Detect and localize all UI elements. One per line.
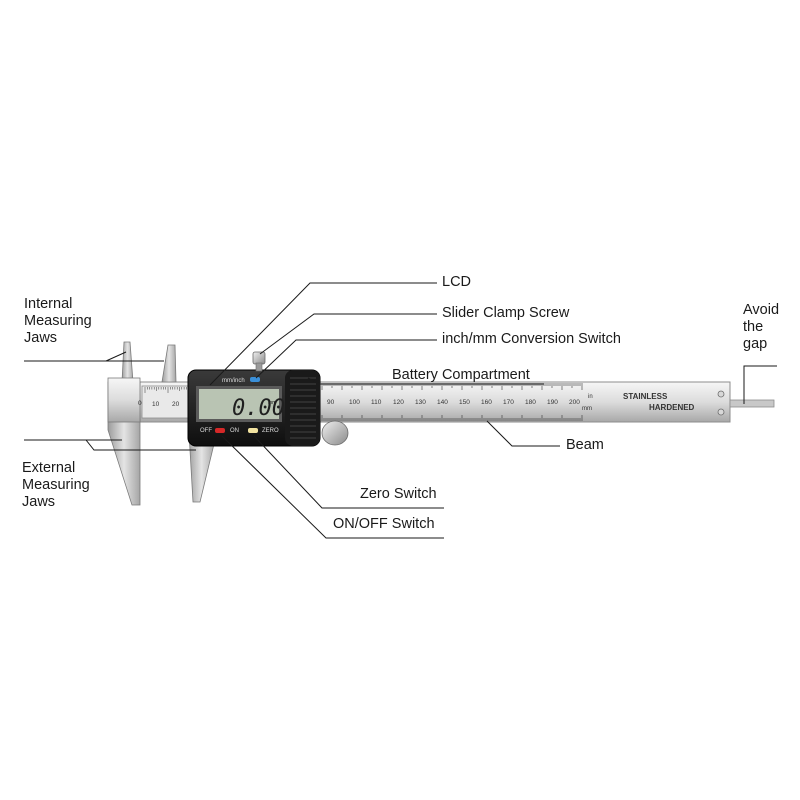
beam-scale-number: 150 xyxy=(459,399,470,406)
leader-slider-clamp-screw xyxy=(259,313,437,355)
unit-button-label: mm/inch xyxy=(222,378,245,384)
label-avoid-gap: Avoid the gap xyxy=(743,302,779,353)
beam-scale-number: 190 xyxy=(547,399,558,406)
beam-scale-number: 100 xyxy=(349,399,360,406)
label-lcd: LCD xyxy=(442,274,472,290)
fixed-internal-jaw-tip xyxy=(121,341,134,383)
fixed-jaw-head xyxy=(107,377,141,423)
zero-button[interactable] xyxy=(248,428,258,433)
leader-lines xyxy=(24,282,777,539)
vernier-label-20: 20 xyxy=(172,401,180,408)
fixed-jaw: 0 xyxy=(107,341,142,506)
beam-scale-number: 120 xyxy=(393,399,404,406)
label-on-off-switch: ON/OFF Switch xyxy=(333,516,435,532)
slider-clamp-screw[interactable] xyxy=(252,351,266,372)
digital-body: mm/inch 0.00 mm OFF ON ZERO xyxy=(187,369,321,447)
label-avoid-gap-line3: gap xyxy=(743,336,768,352)
beam-screw-top xyxy=(717,390,725,398)
leader-zero-switch xyxy=(253,435,444,509)
beam-scale-number: 180 xyxy=(525,399,536,406)
beam-screw-bottom xyxy=(717,408,725,416)
beam-scale-numbers: 90 100 110 120 130 140 150 160 170 180 190 200 xyxy=(327,399,580,406)
leader-external-jaws-1 xyxy=(24,439,196,451)
leader-internal-jaws-2 xyxy=(105,351,127,362)
sliding-internal-jaw-tip xyxy=(161,344,177,383)
lcd-screen xyxy=(199,389,279,419)
beam-scale-number: 90 xyxy=(327,399,335,406)
beam-scale-number: 130 xyxy=(415,399,426,406)
label-external-jaws-line3: Jaws xyxy=(22,494,56,510)
label-external-jaws-line2: Measuring xyxy=(22,477,90,493)
label-external-jaws-line1: External xyxy=(22,460,76,476)
label-internal-jaws-line2: Measuring xyxy=(24,313,92,329)
label-avoid-gap-line2: the xyxy=(743,319,764,335)
beam-scale-number: 110 xyxy=(371,399,382,406)
beam-text-hardened: HARDENED xyxy=(649,403,695,412)
label-internal-jaws-line3: Jaws xyxy=(24,330,58,346)
zero-label: ZERO xyxy=(262,428,279,434)
on-label: ON xyxy=(230,428,239,434)
lcd-unit: mm xyxy=(268,400,276,406)
leader-beam xyxy=(486,420,560,447)
depth-rod xyxy=(729,399,775,408)
leader-conversion-switch xyxy=(255,339,437,379)
beam-scale-number: 170 xyxy=(503,399,514,406)
battery-ribs xyxy=(290,377,316,439)
unit-conversion-button[interactable] xyxy=(250,377,260,382)
label-conversion-switch: inch/mm Conversion Switch xyxy=(442,331,621,347)
label-external-jaws: External Measuring Jaws xyxy=(22,460,90,511)
beam-text-stainless: STAINLESS xyxy=(623,392,668,401)
label-beam: Beam xyxy=(566,437,604,453)
beam-scale-number: 160 xyxy=(481,399,492,406)
leader-avoid-gap xyxy=(743,365,777,404)
jaw-zero-label: 0 xyxy=(138,400,142,407)
beam-scale-number: 140 xyxy=(437,399,448,406)
beam-unit-in: in xyxy=(588,394,593,400)
beam-unit-mm: mm xyxy=(582,406,592,412)
lcd-reading: 0.00 xyxy=(232,396,285,421)
beam-scale-number: 200 xyxy=(569,399,580,406)
label-battery-compartment: Battery Compartment xyxy=(392,367,530,383)
leader-lcd xyxy=(209,282,437,386)
vernier-label-10: 10 xyxy=(152,401,160,408)
off-label: OFF xyxy=(200,428,212,434)
on-off-button[interactable] xyxy=(215,428,225,433)
label-slider-clamp-screw: Slider Clamp Screw xyxy=(442,305,570,321)
label-internal-jaws-line1: Internal xyxy=(24,296,73,312)
label-avoid-gap-line1: Avoid xyxy=(743,302,780,318)
label-internal-jaws: Internal Measuring Jaws xyxy=(24,296,92,347)
thumb-wheel[interactable] xyxy=(321,420,349,446)
label-zero-switch: Zero Switch xyxy=(360,486,437,502)
leader-battery-compartment xyxy=(307,377,544,385)
leader-on-off-switch xyxy=(221,435,444,539)
